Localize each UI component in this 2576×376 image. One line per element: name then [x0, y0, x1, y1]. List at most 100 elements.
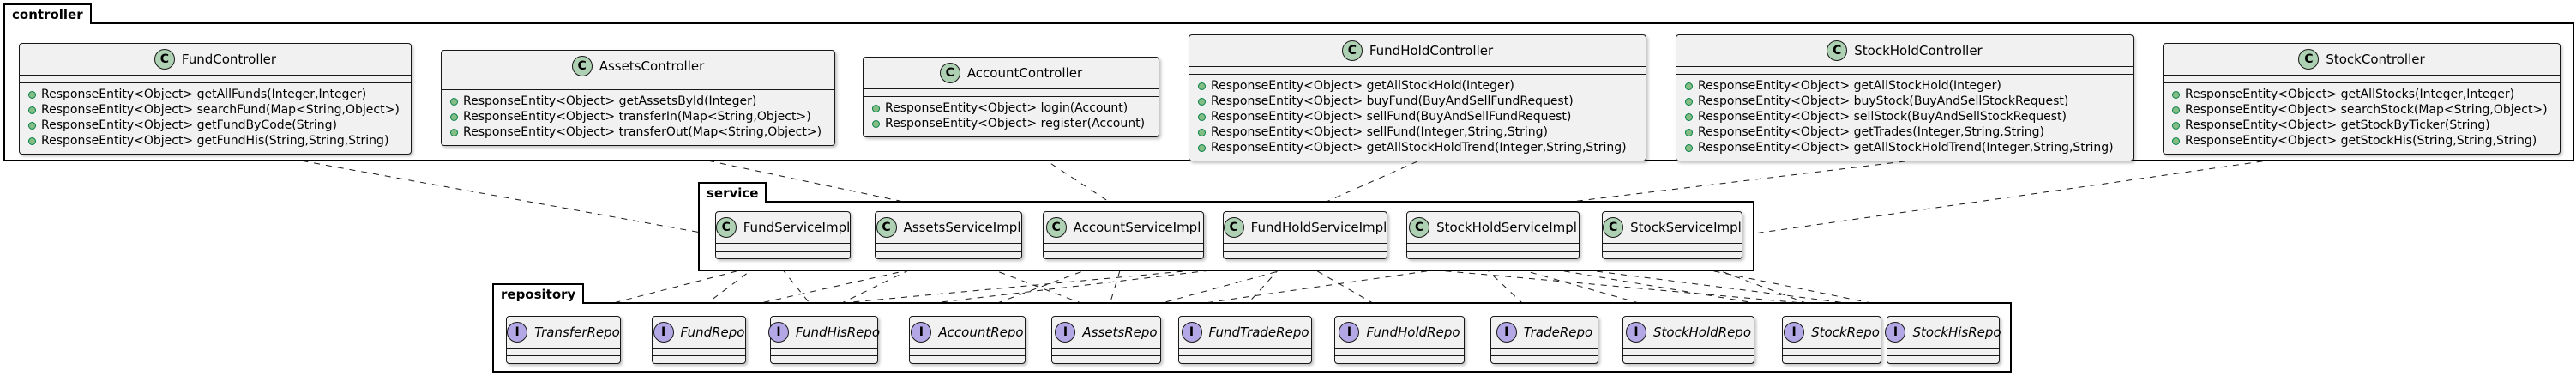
class-stock-service-impl[interactable]: C StockServiceImpl: [1602, 211, 1742, 259]
public-method-icon: [1198, 128, 1206, 136]
method: ResponseEntity<Object> login(Account): [872, 100, 1150, 116]
dependency-arrow: [1492, 161, 1905, 212]
dependency-arrow: [1492, 258, 1833, 317]
class-name: FundServiceImpl: [743, 220, 851, 235]
public-method-icon: [1685, 143, 1693, 152]
method: ResponseEntity<Object> getAllStockHold(I…: [1198, 78, 1637, 94]
method: ResponseEntity<Object> sellFund(Integer,…: [1198, 124, 1637, 140]
class-assets-service-impl[interactable]: C AssetsServiceImpl: [875, 211, 1022, 259]
public-method-icon: [1198, 97, 1206, 106]
interface-icon: I: [1055, 322, 1076, 343]
class-icon: C: [153, 49, 175, 70]
interface-icon: I: [1885, 322, 1906, 343]
interface-name: StockRepo: [1811, 324, 1880, 340]
public-method-icon: [1685, 82, 1693, 90]
class-icon: C: [876, 217, 897, 238]
interface-name: AccountRepo: [938, 324, 1024, 340]
public-method-icon: [2172, 136, 2180, 145]
public-method-icon: [28, 90, 36, 99]
interface-name: StockHoldRepo: [1653, 324, 1752, 340]
public-method-icon: [2172, 90, 2180, 99]
class-icon: C: [1341, 40, 1363, 61]
public-method-icon: [872, 119, 880, 128]
method: ResponseEntity<Object> transferIn(Map<St…: [450, 109, 826, 124]
method: ResponseEntity<Object> transferOut(Map<S…: [450, 124, 826, 140]
method: ResponseEntity<Object> buyStock(BuyAndSe…: [1685, 94, 2124, 109]
class-name: FundHoldServiceImpl: [1250, 220, 1387, 235]
class-account-service-impl[interactable]: C AccountServiceImpl: [1043, 211, 1204, 259]
class-icon: C: [1409, 217, 1430, 238]
public-method-icon: [1685, 97, 1693, 106]
class-name: FundHoldController: [1369, 43, 1494, 58]
interface-icon: I: [911, 322, 932, 343]
method: ResponseEntity<Object> register(Account): [872, 116, 1150, 131]
method: ResponseEntity<Object> getAllStockHold(I…: [1685, 78, 2124, 94]
public-method-icon: [450, 112, 458, 121]
method: ResponseEntity<Object> getAssetsById(Int…: [450, 94, 826, 109]
package-label: service: [698, 182, 767, 203]
class-name: StockServiceImpl: [1630, 220, 1742, 235]
dependency-arrow: [823, 258, 1306, 317]
method: ResponseEntity<Object> searchStock(Map<S…: [2172, 102, 2551, 118]
class-icon: C: [1223, 217, 1244, 238]
method: ResponseEntity<Object> getAllStockHoldTr…: [1198, 140, 1637, 155]
package-label: controller: [3, 3, 92, 24]
interface-name: StockHisRepo: [1912, 324, 2001, 340]
interface-name: TradeRepo: [1523, 324, 1593, 340]
interface-name: FundHoldRepo: [1366, 324, 1460, 340]
class-name: StockController: [2326, 52, 2425, 67]
class-fund-hold-controller[interactable]: C FundHoldController ResponseEntity<Objec…: [1189, 34, 1646, 161]
class-name: AccountServiceImpl: [1073, 220, 1201, 235]
public-method-icon: [28, 136, 36, 145]
interface-name: FundTradeRepo: [1208, 324, 1309, 340]
interface-stock-his-repo[interactable]: I StockHisRepo: [1885, 316, 2001, 364]
interface-icon: I: [1496, 322, 1517, 343]
class-name: StockHoldServiceImpl: [1436, 220, 1577, 235]
dependency-arrow: [815, 258, 932, 317]
public-method-icon: [2172, 106, 2180, 114]
class-stock-hold-service-impl[interactable]: C StockHoldServiceImpl: [1406, 211, 1580, 259]
method: ResponseEntity<Object> getFundByCode(Str…: [28, 118, 402, 133]
public-method-icon: [1685, 128, 1693, 136]
method: ResponseEntity<Object> getFundHis(String…: [28, 133, 402, 149]
dependency-arrow: [1304, 161, 1418, 212]
interface-name: FundHisRepo: [795, 324, 881, 340]
method: ResponseEntity<Object> getStockHis(Strin…: [2172, 133, 2551, 149]
class-stock-controller[interactable]: C StockController ResponseEntity<Object> …: [2163, 43, 2561, 155]
public-method-icon: [1198, 112, 1206, 121]
method: ResponseEntity<Object> sellStock(BuyAndS…: [1685, 109, 2124, 124]
dependency-arrow: [1742, 154, 2311, 236]
method: ResponseEntity<Object> getAllStockHoldTr…: [1685, 140, 2124, 155]
method: ResponseEntity<Object> getStockByTicker(…: [2172, 118, 2551, 133]
class-icon: C: [1045, 217, 1067, 238]
class-icon: C: [1827, 40, 1848, 61]
interface-stock-repo[interactable]: I StockRepo: [1782, 316, 1881, 364]
public-method-icon: [872, 104, 880, 112]
class-icon: C: [1603, 217, 1624, 238]
class-icon: C: [2298, 49, 2320, 70]
class-fund-hold-service-impl[interactable]: C FundHoldServiceImpl: [1223, 211, 1387, 259]
method: ResponseEntity<Object> getTrades(Integer…: [1685, 124, 2124, 140]
interface-trade-repo[interactable]: I TradeRepo: [1490, 316, 1598, 364]
class-name: AssetsServiceImpl: [903, 220, 1021, 235]
class-icon: C: [939, 63, 960, 83]
interface-account-repo[interactable]: I AccountRepo: [909, 316, 1026, 364]
method: ResponseEntity<Object> getAllStocks(Inte…: [2172, 87, 2551, 102]
public-method-icon: [450, 97, 458, 106]
interface-icon: I: [1181, 322, 1202, 343]
interface-fund-trade-repo[interactable]: I FundTradeRepo: [1178, 316, 1312, 364]
dependency-arrow: [1010, 136, 1124, 212]
interface-icon: I: [1784, 322, 1805, 343]
interface-icon: I: [653, 322, 674, 343]
